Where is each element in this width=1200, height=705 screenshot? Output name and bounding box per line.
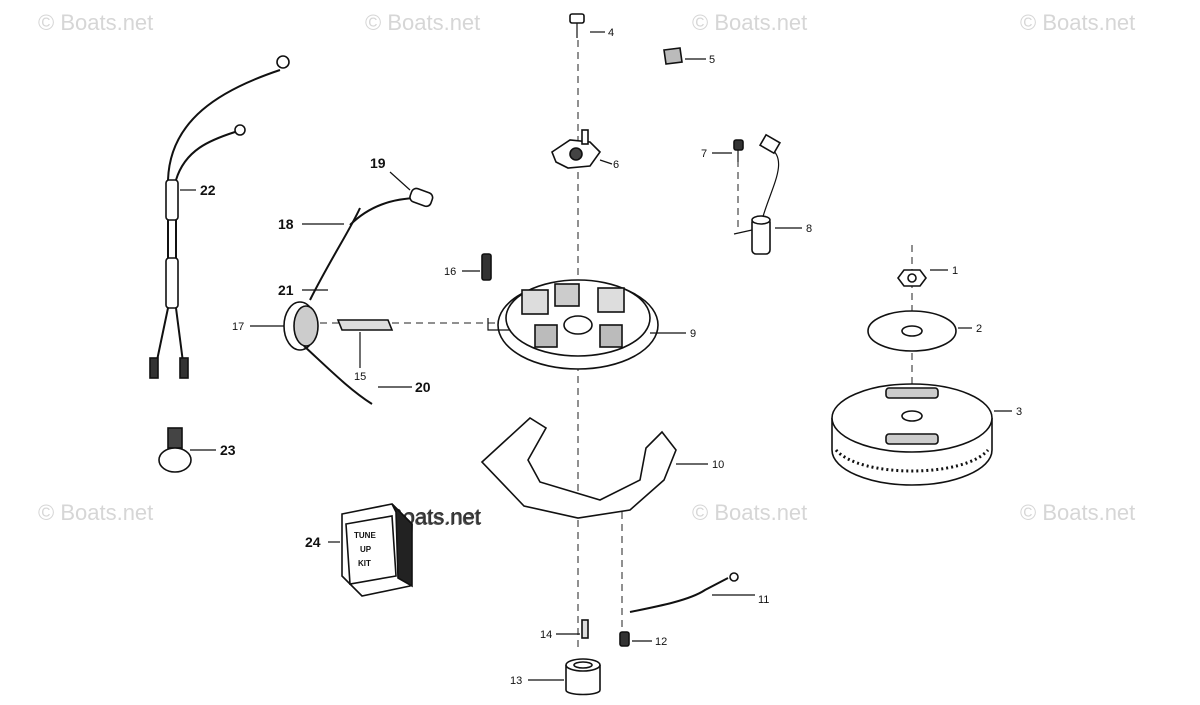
- watermark: © Boats.net: [692, 10, 807, 35]
- callout-22: 22: [200, 182, 216, 198]
- callout-2: 2: [976, 323, 982, 335]
- callout-4: 4: [608, 27, 614, 39]
- callout-13: 13: [510, 675, 522, 687]
- part-5-plate[interactable]: 5: [663, 47, 715, 66]
- callout-15: 15: [354, 371, 366, 383]
- part-14-key[interactable]: 14: [540, 619, 589, 641]
- part-9-stator-plate[interactable]: 9: [487, 279, 696, 370]
- part-21-lead[interactable]: 21: [278, 282, 328, 298]
- watermark: © Boats.net: [365, 10, 480, 35]
- kit-label-line-1: TUNE: [354, 531, 376, 540]
- callout-24: 24: [305, 534, 321, 550]
- callout-21: 21: [278, 282, 294, 298]
- part-15-shim[interactable]: 15: [336, 319, 394, 383]
- callout-10: 10: [712, 459, 724, 471]
- watermark: © Boats.net: [692, 500, 807, 525]
- watermark: © Boats.net: [1020, 10, 1135, 35]
- watermark: © Boats.net: [38, 10, 153, 35]
- callout-9: 9: [690, 328, 696, 340]
- part-20-terminal[interactable]: 20: [378, 379, 431, 395]
- watermark: © Boats.net: [1020, 500, 1135, 525]
- callout-6: 6: [613, 159, 619, 171]
- callout-16: 16: [444, 266, 456, 278]
- part-19-spark-lead[interactable]: 19: [349, 155, 434, 226]
- part-8-condenser[interactable]: 8: [733, 133, 812, 255]
- part-18-lead[interactable]: 18: [278, 216, 344, 232]
- kit-label-line-3: KIT: [358, 559, 371, 568]
- callout-12: 12: [655, 636, 667, 648]
- callout-18: 18: [278, 216, 294, 232]
- part-13-sleeve[interactable]: 13: [510, 658, 601, 696]
- part-2-washer[interactable]: 2: [867, 310, 982, 352]
- part-23-switch[interactable]: 23: [158, 427, 236, 473]
- callout-23: 23: [220, 442, 236, 458]
- part-4-screw[interactable]: 4: [569, 13, 614, 39]
- callout-8: 8: [806, 223, 812, 235]
- part-16-screw[interactable]: 16: [444, 253, 492, 281]
- watermark: © Boats.net: [38, 500, 153, 525]
- part-12-screw[interactable]: 12: [619, 631, 667, 648]
- callout-14: 14: [540, 629, 552, 641]
- callout-20: 20: [415, 379, 431, 395]
- callout-1: 1: [952, 265, 958, 277]
- callout-11: 11: [758, 594, 769, 606]
- callout-3: 3: [1016, 406, 1022, 418]
- part-10-bracket[interactable]: 10: [480, 416, 724, 519]
- part-6-breaker-point[interactable]: 6: [551, 129, 619, 171]
- callout-5: 5: [709, 54, 715, 66]
- callout-17: 17: [232, 321, 244, 333]
- part-24-tune-up-kit[interactable]: TUNE UP KIT 24: [305, 503, 413, 597]
- part-7-screw[interactable]: 7: [701, 139, 744, 162]
- callout-7: 7: [701, 148, 707, 160]
- part-1-nut[interactable]: 1: [897, 265, 958, 287]
- kit-label-line-2: UP: [360, 545, 372, 554]
- part-3-flywheel[interactable]: 3: [831, 383, 1022, 486]
- part-22-wire-harness[interactable]: 22: [149, 55, 290, 379]
- callout-19: 19: [370, 155, 386, 171]
- part-11-lead[interactable]: 11: [629, 572, 769, 613]
- part-17-coil[interactable]: 17: [232, 207, 373, 405]
